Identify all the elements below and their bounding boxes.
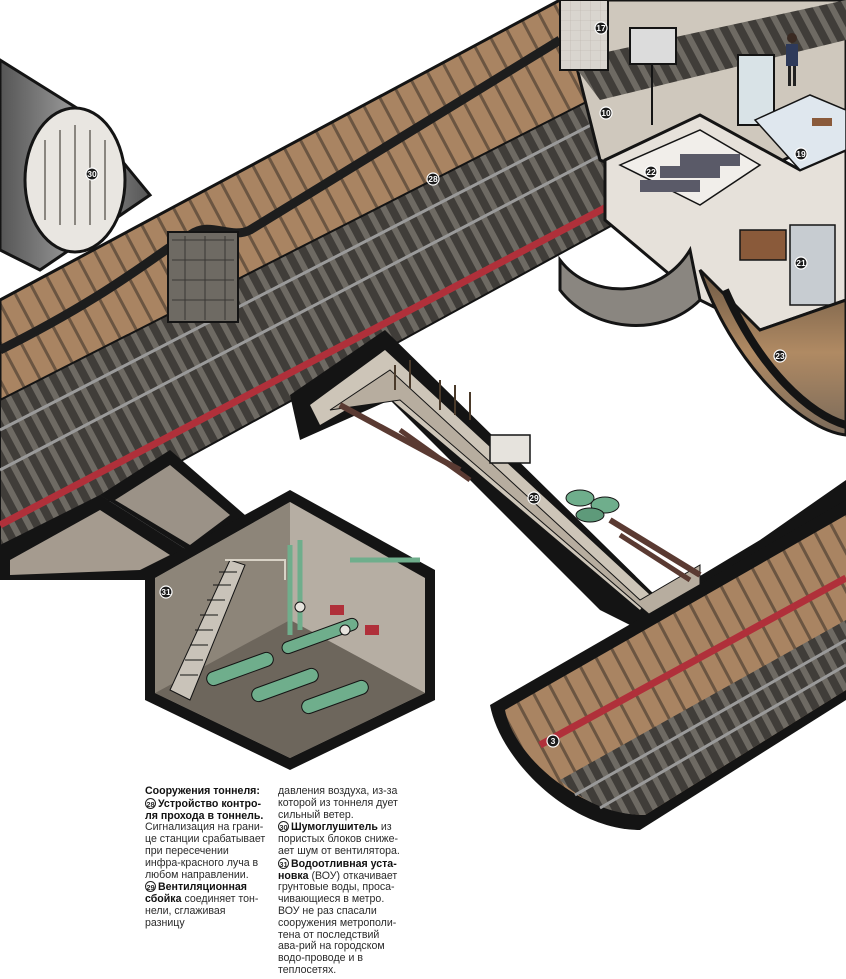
- caption-heading: Сооружения тоннеля:: [145, 785, 260, 797]
- callout-29-label: 29: [529, 493, 539, 503]
- caption-text-28: Сигнализация на грани-це станции срабаты…: [145, 821, 266, 881]
- tunnel-access-gate: [167, 231, 239, 323]
- silencer-tube: [0, 58, 153, 272]
- red-pipe: [0, 196, 622, 529]
- callout-17-label: 17: [596, 23, 606, 33]
- pump-room: [145, 490, 435, 770]
- caption-num-28: 28: [145, 797, 156, 809]
- callout-23: 23: [773, 349, 787, 363]
- caption-term-30: Шумоглушитель: [291, 821, 378, 834]
- ventilation-crosspassage: [290, 330, 846, 640]
- callout-29: 29: [527, 491, 541, 505]
- callout-19-label: 19: [796, 149, 806, 159]
- red-pipe-lower: [538, 574, 846, 749]
- callout-23-label: 23: [775, 351, 785, 361]
- callout-10: 10: [599, 106, 613, 120]
- callout-22: 22: [644, 165, 658, 179]
- callout-3-label: 3: [551, 736, 556, 746]
- pump-room-connector: [0, 450, 245, 580]
- callout-31: 31: [159, 585, 173, 599]
- callout-21: 21: [794, 256, 808, 270]
- caption-column-2: давления воздуха, из-за которой из тонне…: [278, 785, 400, 977]
- caption-term-31: Водоотливная уста-новка: [278, 857, 397, 882]
- callout-30-label: 30: [87, 169, 97, 179]
- callout-22-label: 22: [646, 167, 656, 177]
- water-tank: [489, 434, 531, 464]
- caption-term-29: Вентиляционная сбойка: [145, 881, 247, 906]
- battery-racks: [640, 154, 740, 192]
- callout-17: 17: [594, 21, 608, 35]
- lower-right-tunnel: [490, 500, 846, 830]
- main-tunnel: [0, 0, 642, 562]
- callout-28: 28: [426, 172, 440, 186]
- desk: [739, 229, 787, 261]
- caption-text-29-cont: давления воздуха, из-за которой из тонне…: [278, 785, 398, 821]
- cabinets: [789, 224, 836, 306]
- callout-30: 30: [85, 167, 99, 181]
- stairs: [169, 559, 286, 701]
- callout-28-label: 28: [428, 174, 438, 184]
- callout-10-label: 10: [601, 108, 611, 118]
- caption-text-31: (ВОУ) откачивает грунтовые воды, проса-ч…: [278, 869, 398, 976]
- pumps: [206, 540, 420, 715]
- callout-31-label: 31: [161, 587, 171, 597]
- callout-19: 19: [794, 147, 808, 161]
- caption-num-30: 30: [278, 821, 289, 833]
- station-block: [558, 0, 846, 332]
- caption-num-31: 31: [278, 857, 289, 869]
- caption-term-28: Устройство контро-ля прохода в тоннель.: [145, 797, 264, 822]
- caption-num-29: 29: [145, 881, 156, 893]
- callout-21-label: 21: [796, 258, 806, 268]
- station-sign: [629, 27, 677, 65]
- callout-3: 3: [546, 734, 560, 748]
- caption-text-29: соединяет тон-нели, сглаживая разницу: [145, 893, 259, 929]
- caption-text-30: из пористых блоков сниже-ает шум от вент…: [278, 821, 400, 857]
